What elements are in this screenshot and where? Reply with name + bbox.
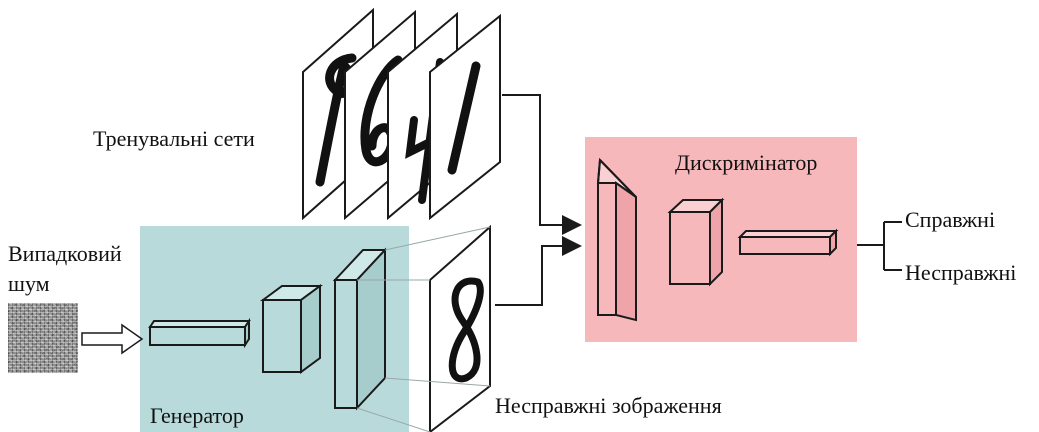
generated-image-card [429, 224, 491, 432]
random-noise-label-line1: Випадковий [8, 241, 122, 266]
training-image-card-4 [429, 13, 501, 221]
fake-output-label: Несправжні [905, 260, 1017, 285]
generator-layer-2 [259, 284, 324, 374]
generator-layer-1 [148, 317, 251, 349]
generator-label: Генератор [150, 403, 244, 428]
discriminator-layer-3 [737, 228, 839, 257]
random-noise-image [8, 303, 78, 373]
real-output-label: Справжні [905, 207, 996, 232]
discriminator-label: Дискримінатор [675, 150, 818, 175]
noise-input-arrow [81, 323, 144, 355]
real-data-arrow [502, 94, 582, 235]
discriminator-layer-2 [667, 197, 725, 287]
projection-lines [356, 226, 491, 432]
random-noise-label-line2: шум [8, 271, 50, 296]
training-sets-label: Тренувальні сети [93, 126, 255, 151]
fake-data-arrow [495, 236, 582, 306]
output-bracket [857, 221, 902, 271]
discriminator-layer-1 [596, 157, 637, 322]
generator-layer-3 [332, 247, 388, 411]
fake-images-label: Несправжні зображення [495, 393, 722, 418]
